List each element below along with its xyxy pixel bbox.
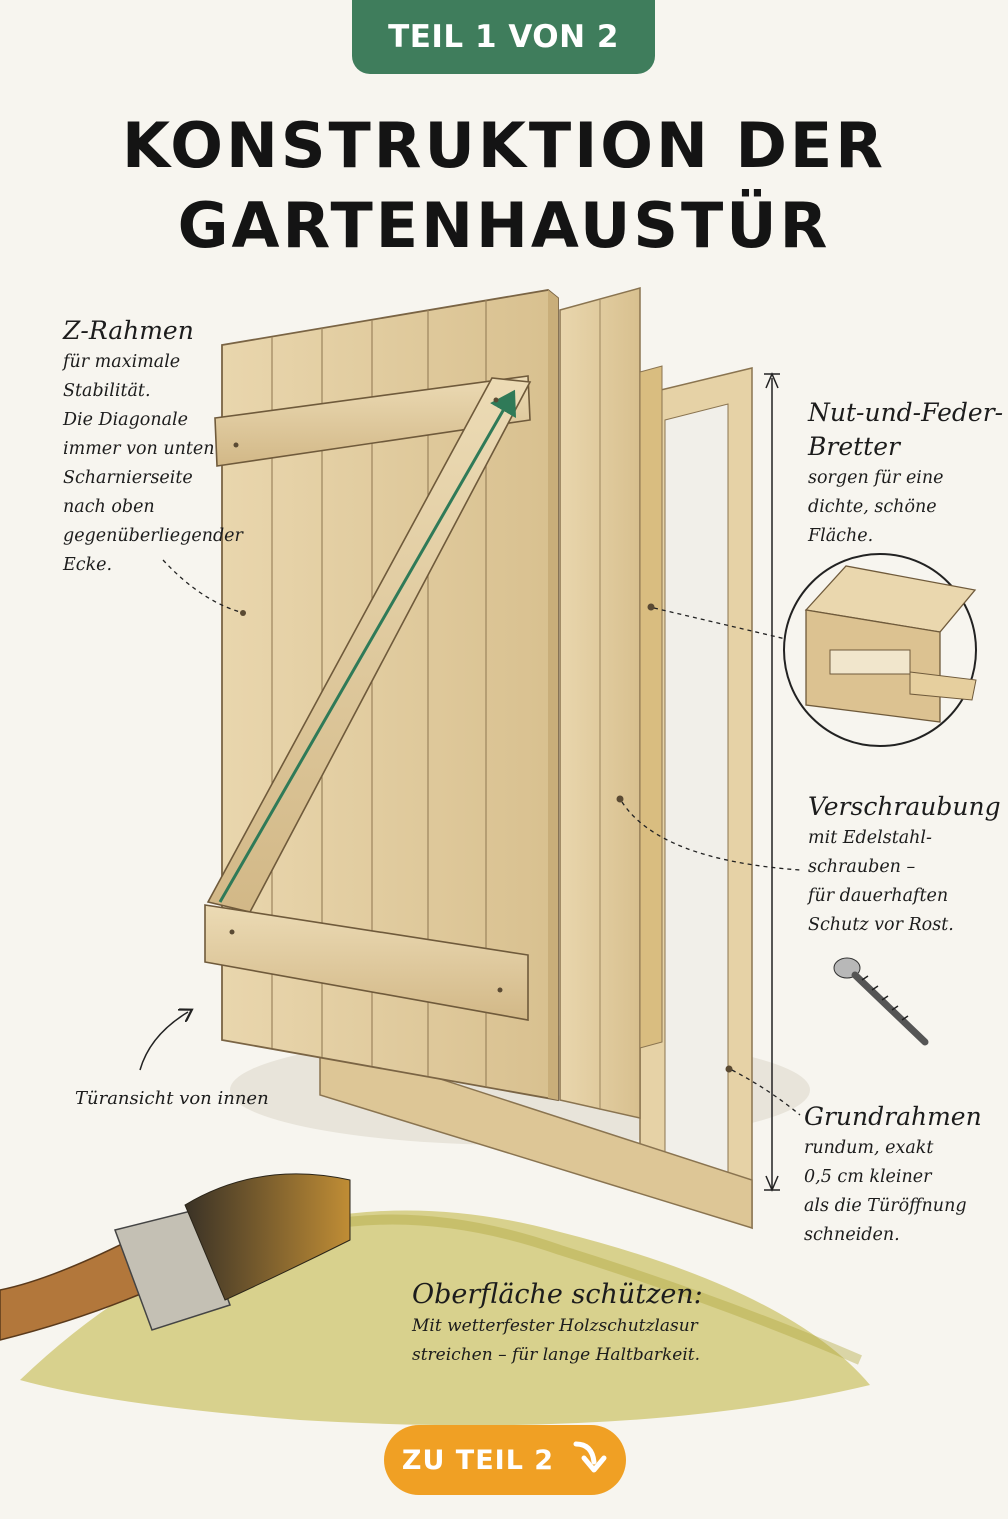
base-frame-label: Grundrahmen rundum, exakt 0,5 cm kleiner… xyxy=(804,1100,1004,1250)
surface-protection-line: Mit wetterfester Holzschutzlasur xyxy=(412,1316,698,1336)
tongue-groove-line: Fläche. xyxy=(808,526,874,546)
base-frame-line: als die Türöffnung xyxy=(804,1196,967,1216)
screwing-line: schrauben – xyxy=(808,857,916,877)
screwing-label: Verschraubung mit Edelstahl- schrauben –… xyxy=(808,790,1004,940)
z-frame-line: gegenüberliegender xyxy=(63,526,243,546)
tongue-groove-label: Nut-und-Feder- Bretter sorgen für eine d… xyxy=(808,396,1004,551)
arrow-down-right-icon xyxy=(570,1438,608,1483)
base-frame xyxy=(319,367,753,1230)
z-frame-line: für maximale xyxy=(63,352,181,372)
screwing-line: mit Edelstahl- xyxy=(808,828,932,848)
screw-heads xyxy=(229,397,733,1073)
z-frame-line: Ecke. xyxy=(63,555,113,575)
height-dimension-line xyxy=(764,372,780,1192)
part-badge: TEIL 1 VON 2 xyxy=(352,0,655,74)
screwing-line: Schutz vor Rost. xyxy=(808,915,954,935)
next-part-button[interactable]: ZU TEIL 2 xyxy=(384,1425,626,1495)
base-frame-line: schneiden. xyxy=(804,1225,900,1245)
tongue-groove-detail-circle xyxy=(783,553,977,747)
surface-protection-line: streichen – für lange Haltbarkeit. xyxy=(412,1345,701,1365)
leader-lines xyxy=(162,559,801,1116)
base-frame-line: rundum, exakt xyxy=(804,1138,934,1158)
z-frame-line: immer von unten xyxy=(63,439,215,459)
tongue-groove-boards xyxy=(559,287,663,1119)
tongue-groove-title-2: Bretter xyxy=(808,432,900,461)
paint-brush xyxy=(0,1173,351,1341)
view-arrow xyxy=(139,1012,188,1071)
base-frame-title: Grundrahmen xyxy=(804,1102,982,1131)
z-frame-line: Scharnierseite xyxy=(63,468,193,488)
page-title: KONSTRUKTION DER GARTENHAUSTÜR xyxy=(60,106,948,266)
screwing-title: Verschraubung xyxy=(808,792,1001,821)
title-line-1: KONSTRUKTION DER xyxy=(121,109,887,182)
title-line-2: GARTENHAUSTÜR xyxy=(177,189,831,262)
stainless-screw xyxy=(833,957,929,1046)
z-frame-line: Stabilität. xyxy=(63,381,151,401)
z-frame-line: Die Diagonale xyxy=(63,410,189,430)
z-frame xyxy=(204,375,532,1021)
tongue-groove-title-1: Nut-und-Feder- xyxy=(808,398,1004,427)
tongue-groove-line: dichte, schöne xyxy=(808,497,937,517)
inside-view-label: Türansicht von innen xyxy=(75,1088,269,1109)
screwing-line: für dauerhaften xyxy=(808,886,949,906)
z-frame-line: nach oben xyxy=(63,497,155,517)
z-frame-label: Z-Rahmen für maximale Stabilität. Die Di… xyxy=(63,314,253,580)
base-frame-line: 0,5 cm kleiner xyxy=(804,1167,932,1187)
surface-protection-title: Oberfläche schützen: xyxy=(412,1279,703,1310)
next-part-label: ZU TEIL 2 xyxy=(401,1444,555,1476)
tongue-groove-line: sorgen für eine xyxy=(808,468,944,488)
z-frame-title: Z-Rahmen xyxy=(63,316,194,345)
surface-protection-label: Oberfläche schützen: Mit wetterfester Ho… xyxy=(412,1278,832,1370)
